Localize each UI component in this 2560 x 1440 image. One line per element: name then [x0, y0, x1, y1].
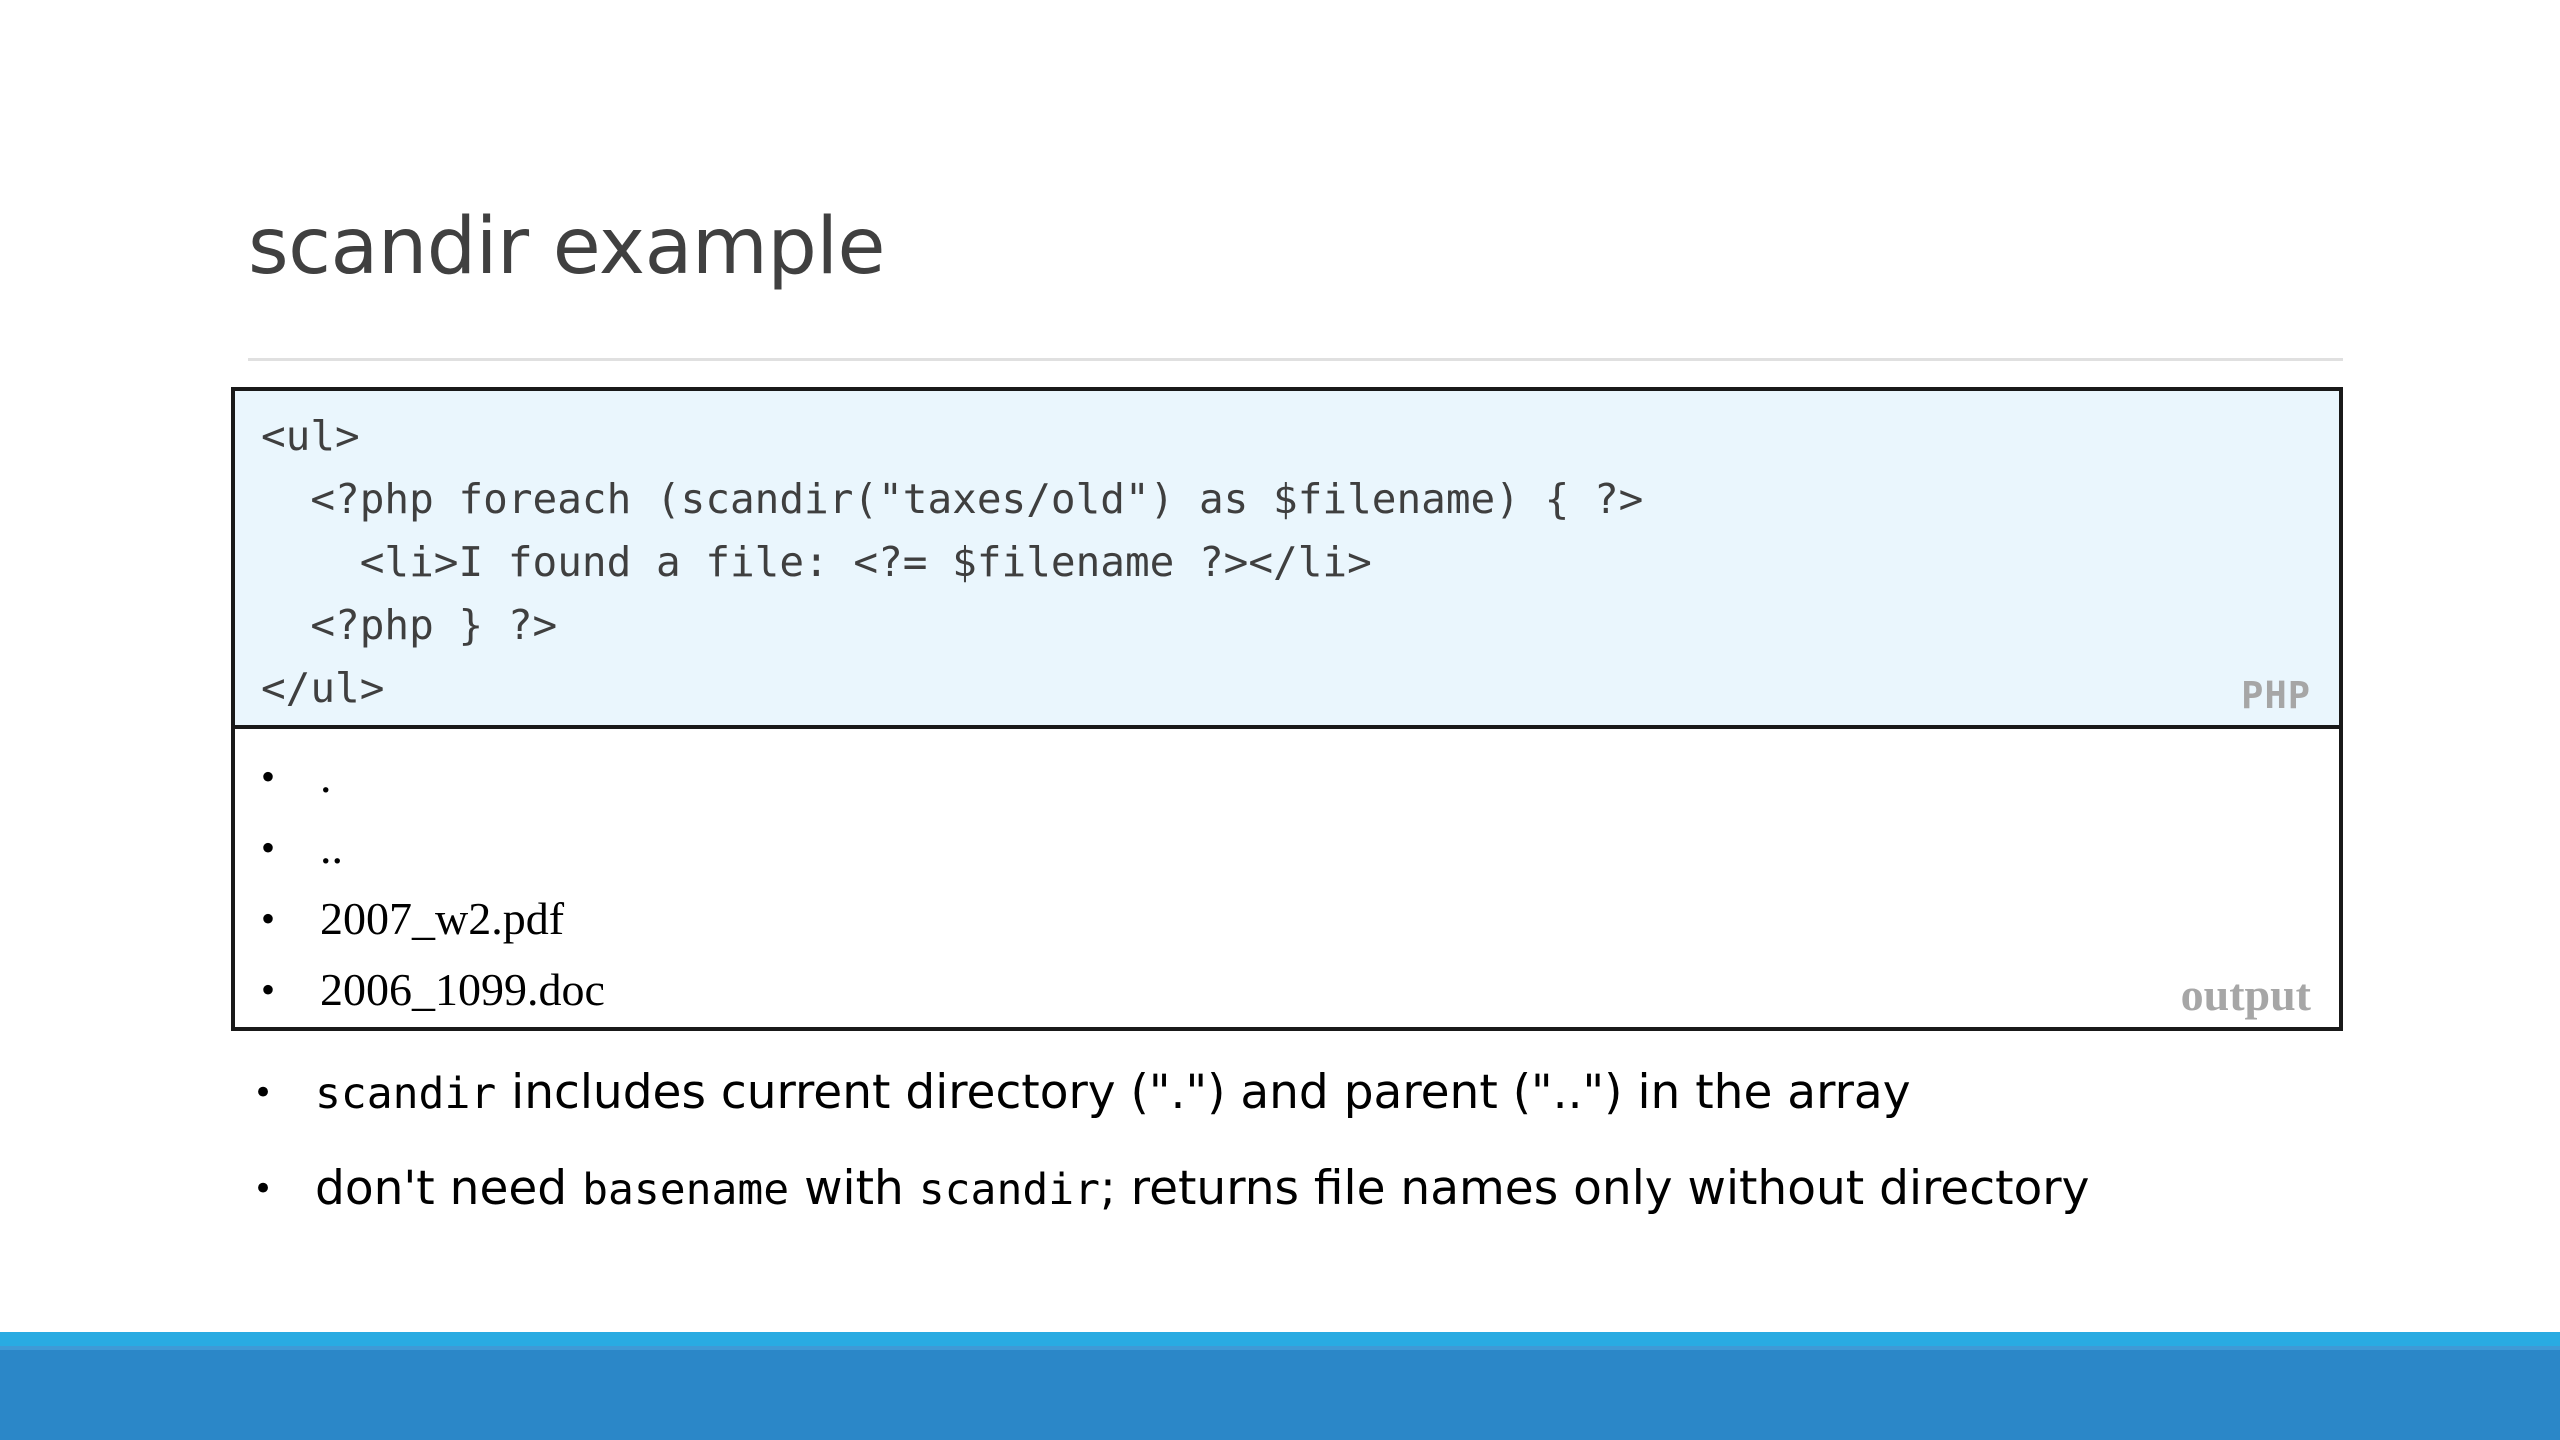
output-list-item: ..	[235, 812, 605, 883]
bullet-list: scandir includes current directory (".")…	[231, 1062, 2431, 1254]
output-list: ...2007_w2.pdf2006_1099.doc	[235, 741, 605, 1025]
bullet-text: includes current directory (".") and par…	[496, 1065, 1911, 1120]
code-term: scandir	[918, 1165, 1100, 1215]
page-title: scandir example	[248, 202, 886, 292]
output-block: ...2007_w2.pdf2006_1099.doc output	[235, 729, 2339, 1027]
bullet-item: scandir includes current directory (".")…	[231, 1062, 2431, 1125]
code-output-frame: <ul> <?php foreach (scandir("taxes/old")…	[231, 387, 2343, 1031]
accent-bar-light	[0, 1332, 2560, 1346]
bullet-text: ; returns file names only without direct…	[1100, 1161, 2090, 1216]
code-term: basename	[582, 1165, 790, 1215]
accent-bar-dark	[0, 1346, 2560, 1440]
code-text: <ul> <?php foreach (scandir("taxes/old")…	[261, 412, 1644, 712]
output-list-item: 2006_1099.doc	[235, 954, 605, 1025]
code-term: scandir	[315, 1069, 497, 1119]
code-language-label: PHP	[2241, 674, 2311, 717]
accent-bar-highlight	[0, 1346, 2560, 1350]
output-list-item: 2007_w2.pdf	[235, 883, 605, 954]
output-list-item: .	[235, 741, 605, 812]
code-block: <ul> <?php foreach (scandir("taxes/old")…	[235, 391, 2339, 729]
output-label: output	[2180, 969, 2311, 1020]
bullet-text: don't need	[315, 1161, 583, 1216]
bullet-text: with	[789, 1161, 919, 1216]
title-divider	[248, 358, 2343, 361]
bullet-item: don't need basename with scandir; return…	[231, 1158, 2431, 1221]
